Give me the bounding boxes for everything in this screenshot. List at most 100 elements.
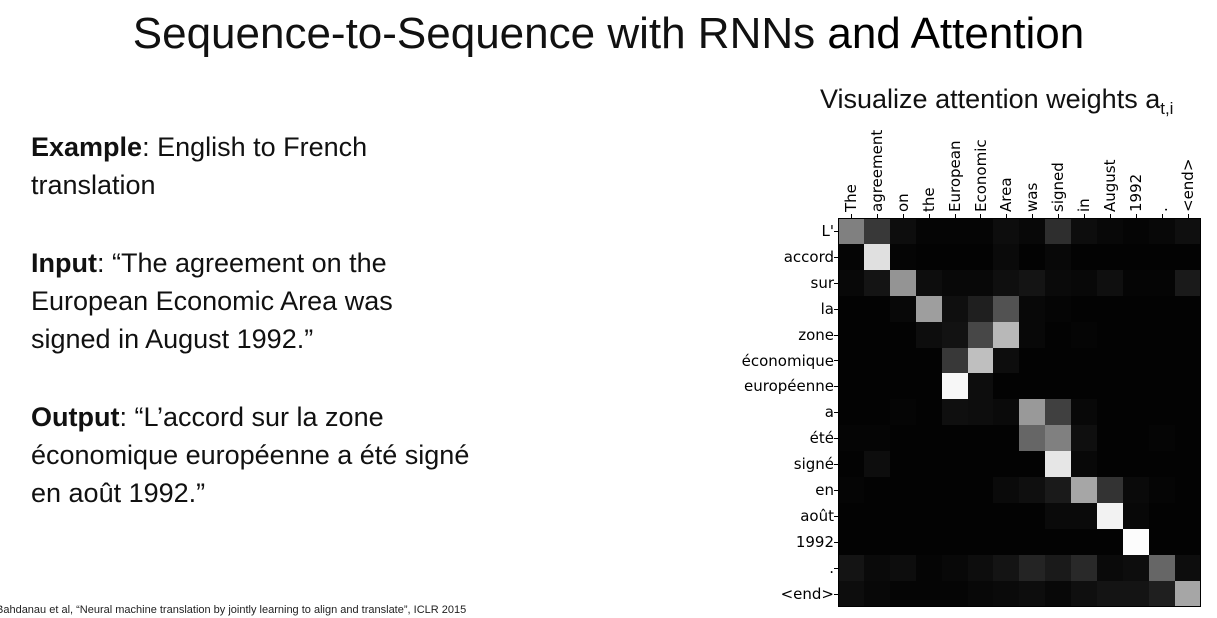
row-label: zone: [798, 325, 834, 344]
column-tick: [876, 214, 878, 218]
heatmap-cell: [993, 218, 1020, 244]
row-label: été: [809, 429, 834, 448]
heatmap-cell: [1045, 477, 1072, 503]
heatmap-cell: [915, 528, 942, 555]
heatmap-cell: [1097, 580, 1123, 607]
heatmap-cell: [838, 451, 864, 478]
heatmap-cell: [863, 425, 890, 452]
column-tick: [1058, 214, 1060, 218]
column-label: was: [1023, 182, 1042, 212]
heatmap-cell: [1148, 580, 1175, 607]
output-paragraph: Output: “L’accord sur la zone économique…: [31, 398, 471, 512]
heatmap-cell: [1045, 347, 1072, 374]
heatmap-cell: [941, 243, 968, 270]
heatmap-cell: [993, 269, 1020, 296]
row-tick: [834, 541, 838, 543]
title-plain: Sequence-to-Sequence with RNNs: [132, 9, 816, 58]
heatmap-cell: [1122, 425, 1149, 452]
heatmap-cell: [863, 580, 890, 607]
heatmap-cell: [1045, 425, 1072, 452]
heatmap-cell: [1071, 373, 1098, 400]
heatmap-cell: [889, 554, 916, 581]
column-tick: [1006, 214, 1008, 218]
heatmap-cell: [1019, 269, 1046, 296]
heatmap-cell: [1019, 477, 1046, 503]
input-paragraph: Input: “The agreement on the European Ec…: [31, 244, 471, 358]
heatmap-cell: [941, 477, 968, 503]
heatmap-cell: [1071, 580, 1098, 607]
column-label: European: [945, 140, 964, 212]
column-label: in: [1075, 198, 1094, 212]
heatmap-cell: [1071, 321, 1098, 348]
heatmap-cell: [1071, 425, 1098, 452]
heatmap-cell: [1019, 295, 1046, 322]
heatmap-cell: [889, 347, 916, 374]
heatmap-cell: [1071, 502, 1098, 529]
heatmap-cell: [1097, 321, 1123, 348]
heatmap-cell: [1174, 580, 1201, 607]
heatmap-cell: [1122, 218, 1149, 244]
heatmap-cell: [1122, 243, 1149, 270]
heatmap-cell: [1122, 477, 1149, 503]
heatmap-cell: [1148, 347, 1175, 374]
heatmap-cell: [889, 399, 916, 426]
heatmap-cell: [967, 502, 994, 529]
heatmap-cell: [1097, 425, 1123, 452]
heatmap-cell: [993, 399, 1020, 426]
heatmap-cell: [889, 218, 916, 244]
heatmap-cell: [1097, 528, 1123, 555]
heatmap-cell: [915, 399, 942, 426]
heatmap-cell: [863, 373, 890, 400]
column-tick: [1032, 214, 1034, 218]
column-label: .: [1152, 207, 1171, 212]
heatmap-cell: [1174, 502, 1201, 529]
row-label: européenne: [744, 377, 834, 396]
column-tick: [1109, 214, 1111, 218]
heatmap-cell: [915, 451, 942, 478]
heatmap-cell: [1174, 528, 1201, 555]
heatmap-cell: [1071, 399, 1098, 426]
heatmap-cell: [941, 425, 968, 452]
heatmap-cell: [889, 269, 916, 296]
heatmap-cell: [1097, 269, 1123, 296]
heatmap-cell: [863, 502, 890, 529]
column-label: August: [1101, 159, 1119, 213]
heatmap-cell: [1122, 347, 1149, 374]
heatmap-cell: [941, 321, 968, 348]
heatmap-cell: [838, 295, 864, 322]
example-text: : English to French translation: [31, 132, 368, 200]
heatmap-cell: [967, 321, 994, 348]
heatmap-cell: [1045, 218, 1072, 244]
heatmap-cell: [993, 321, 1020, 348]
row-tick: [834, 308, 838, 310]
example-label: Example: [31, 132, 143, 162]
heatmap-cell: [1174, 373, 1201, 400]
heatmap-cell: [967, 373, 994, 400]
heatmap-cell: [1148, 502, 1175, 529]
heatmap-cell: [993, 243, 1020, 270]
row-tick: [834, 360, 838, 362]
heatmap-cell: [1097, 218, 1123, 244]
description-column: Example: English to French translation I…: [31, 128, 471, 552]
heatmap-cell: [915, 580, 942, 607]
heatmap-cell: [1174, 554, 1201, 581]
input-label: Input: [31, 248, 97, 278]
heatmap-cell: [863, 321, 890, 348]
heatmap-cell: [1174, 477, 1201, 503]
row-tick: [834, 412, 838, 414]
heatmap-cell: [1097, 502, 1123, 529]
heatmap-cell: [889, 477, 916, 503]
heatmap-cell: [915, 425, 942, 452]
heatmap-cell: [838, 399, 864, 426]
heatmap-cell: [941, 580, 968, 607]
heatmap-cell: [1071, 269, 1098, 296]
heatmap-cell: [967, 347, 994, 374]
heatmap-cell: [889, 528, 916, 555]
heatmap-cell: [967, 425, 994, 452]
heatmap-cell: [1019, 425, 1046, 452]
row-tick: [834, 386, 838, 388]
heatmap-cell: [1019, 580, 1046, 607]
heatmap-cell: [967, 580, 994, 607]
slide-title: Sequence-to-Sequence with RNNs and Atten…: [0, 6, 1217, 62]
viz-caption: Visualize attention weights at,i: [820, 80, 1173, 128]
